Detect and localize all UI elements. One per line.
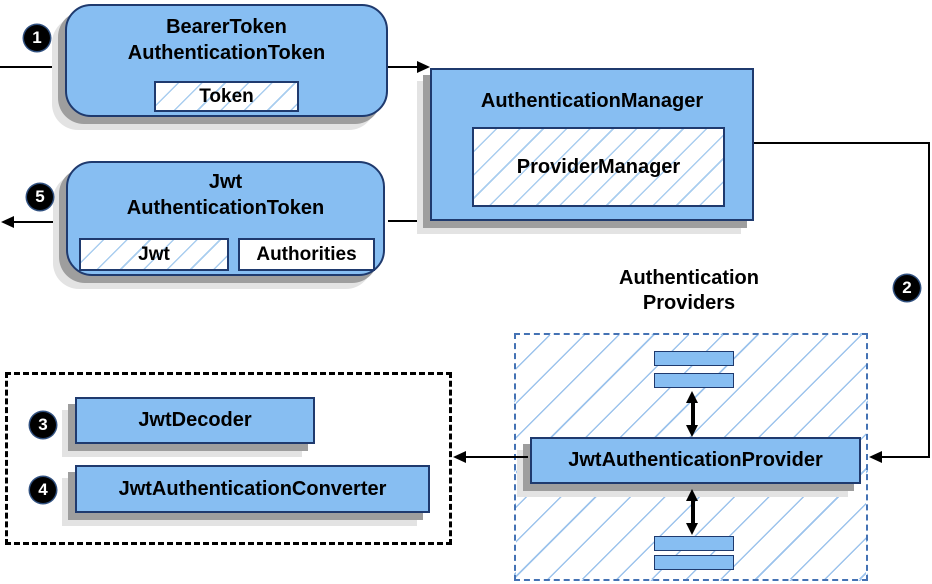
authentication-manager-title: AuthenticationManager	[480, 90, 704, 112]
jwt-token-title-line2: AuthenticationToken	[126, 197, 325, 219]
provider-placeholder-bar	[654, 351, 734, 366]
connector-step2-bottom-line	[881, 456, 930, 458]
jwt-processing-group-box: 3 JwtDecoder 4 JwtAuthenticationConverte…	[5, 372, 452, 545]
jwt-authentication-converter-label: JwtAuthenticationConverter	[118, 477, 387, 500]
jwt-decoder-label: JwtDecoder	[138, 409, 252, 431]
connector-step1-incoming-line	[0, 66, 66, 68]
connector-bearer-to-manager-line	[388, 66, 420, 68]
provider-placeholder-bar	[654, 373, 734, 388]
arrow-down-icon	[686, 523, 698, 535]
provider-manager-chip: ProviderManager	[472, 127, 725, 207]
provider-placeholder-bar	[654, 536, 734, 551]
arrow-down-icon	[686, 425, 698, 437]
step-5-badge: 5	[27, 184, 53, 210]
authentication-providers-group-box: JwtAuthenticationProvider	[514, 333, 868, 581]
step-1-badge: 1	[24, 25, 50, 51]
provider-placeholder-bar	[654, 555, 734, 570]
arrow-left-icon	[1, 216, 14, 228]
jwt-decoder-node: JwtDecoder	[75, 397, 315, 444]
jwt-authentication-token-node: Jwt AuthenticationToken Jwt Authorities	[66, 161, 385, 276]
double-arrow-icon	[686, 391, 699, 437]
jwt-authentication-provider-label: JwtAuthenticationProvider	[568, 449, 823, 471]
arrow-up-icon	[686, 391, 698, 403]
jwt-chip: Jwt	[79, 238, 229, 271]
connector-step2-vertical-line	[928, 142, 930, 458]
jwt-token-title-line1: Jwt	[208, 171, 243, 193]
jwt-authentication-converter-node: JwtAuthenticationConverter	[75, 465, 430, 513]
double-arrow-icon	[686, 489, 699, 535]
connector-manager-to-jwttoken-line	[388, 220, 432, 222]
step-2-badge: 2	[894, 275, 920, 301]
token-chip: Token	[154, 81, 299, 112]
step-3-badge: 3	[30, 412, 56, 438]
arrow-right-icon	[417, 61, 430, 73]
connector-step5-outgoing-line	[13, 221, 66, 223]
connector-provider-to-decoder-line	[466, 456, 528, 458]
authentication-manager-node: AuthenticationManager ProviderManager	[430, 68, 754, 221]
authorities-chip: Authorities	[238, 238, 375, 271]
connector-step2-top-line	[750, 142, 930, 144]
bearer-token-title-line2: AuthenticationToken	[127, 42, 326, 64]
bearer-token-title-line1: BearerToken	[166, 16, 287, 38]
jwt-authentication-provider-node: JwtAuthenticationProvider	[530, 437, 861, 484]
arrow-left-icon	[453, 451, 466, 463]
authentication-providers-label: Authentication Providers	[619, 267, 759, 314]
arrow-up-icon	[686, 489, 698, 501]
step-4-badge: 4	[30, 477, 56, 503]
arrow-left-icon	[869, 451, 882, 463]
bearer-token-authentication-token-node: BearerToken AuthenticationToken Token	[65, 4, 388, 117]
